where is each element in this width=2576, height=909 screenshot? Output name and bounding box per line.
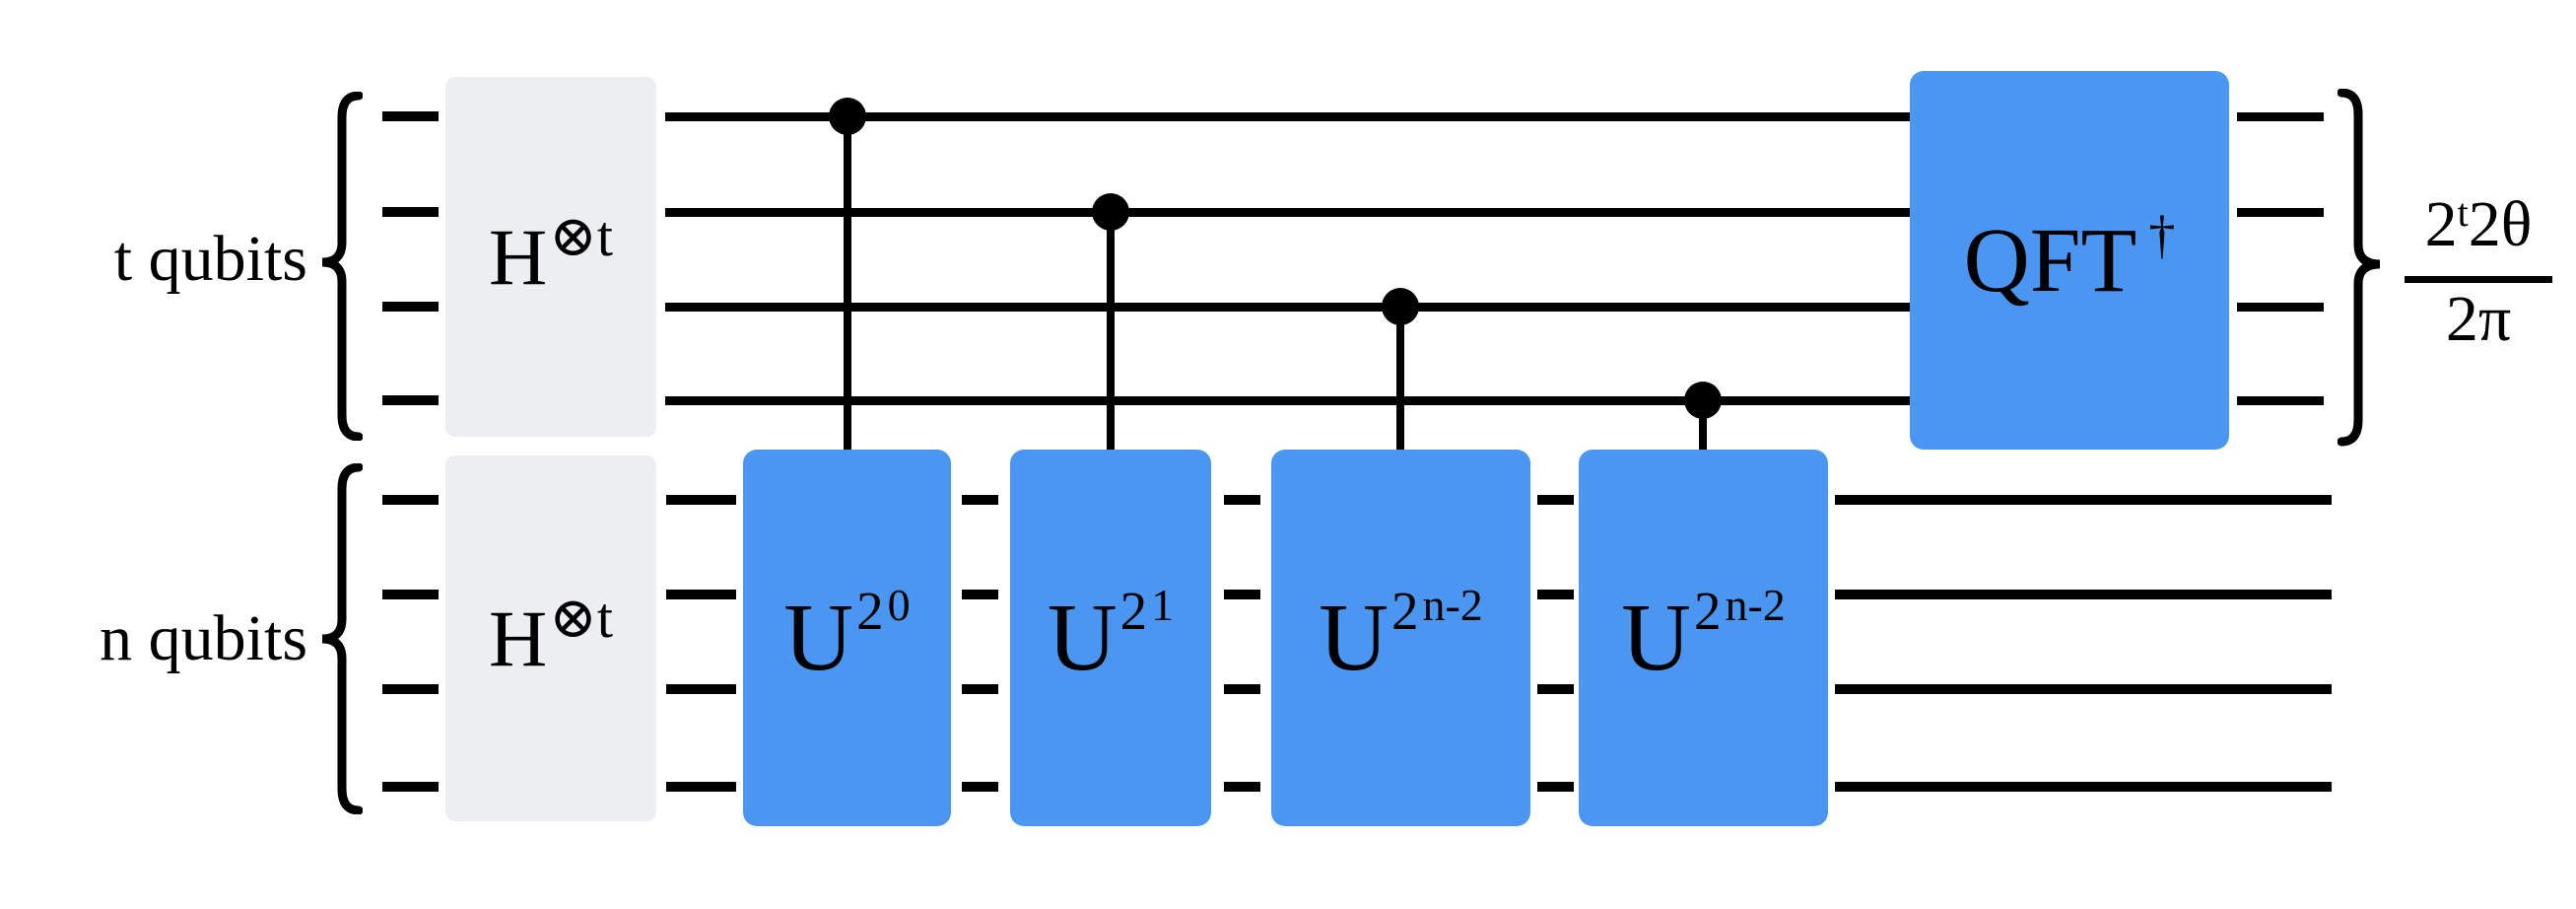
wire-dash — [2237, 112, 2324, 121]
n-register-brace — [321, 463, 363, 814]
wire-dash — [382, 782, 439, 792]
controlled-u-gate-1-label: U — [783, 585, 854, 691]
phase-output-numerator: 2t2θ — [2405, 189, 2552, 268]
control-dot — [1684, 382, 1722, 419]
wire-segment — [665, 208, 1910, 217]
controlled-u-gate-3-exponent-base: 2 — [1390, 580, 1419, 641]
wire-dash — [1224, 495, 1260, 505]
wire-dash — [962, 782, 998, 792]
output-brace — [2338, 89, 2381, 447]
wire-segment — [1835, 684, 2332, 694]
t-register-brace-path — [321, 92, 363, 441]
wire-dash — [1537, 782, 1574, 792]
controlled-u-gate-3-exponent-power: n-2 — [1422, 579, 1483, 630]
wire-segment — [1835, 590, 2332, 599]
control-dot — [1382, 288, 1419, 325]
hadamard-gate-bottom-superscript: ⊗t — [549, 585, 613, 650]
wire-dash — [666, 495, 736, 505]
wire-dash — [382, 207, 439, 217]
controlled-u-gate-2-exponent-power: 1 — [1151, 579, 1175, 630]
wire-dash — [962, 495, 998, 505]
controlled-u-gate-4-exponent-base: 2 — [1693, 580, 1722, 641]
wire-dash — [382, 395, 439, 405]
wire-dash — [666, 684, 736, 694]
wire-dash — [1537, 684, 1574, 694]
wire-segment — [1835, 782, 2332, 792]
wire-dash — [2237, 208, 2324, 217]
wire-dash — [382, 111, 439, 121]
wire-segment — [665, 112, 1910, 121]
wire-dash — [382, 302, 439, 312]
control-dot — [829, 98, 866, 135]
inverse-qft-gate-label: QFT — [1963, 209, 2137, 312]
hadamard-gate-bottom: H⊗t — [445, 455, 656, 821]
wire-dash — [1537, 590, 1574, 599]
controlled-u-gate-1-exponent-power: 0 — [887, 579, 911, 630]
hadamard-gate-top-label: H — [489, 211, 548, 302]
wire-dash — [1224, 684, 1260, 694]
phase-output-denominator: 2π — [2445, 283, 2512, 355]
control-line — [1699, 400, 1707, 452]
wire-dash — [1537, 495, 1574, 505]
control-line — [1107, 212, 1115, 452]
phase-output-numerator-base: 2 — [2424, 188, 2458, 260]
wire-segment — [665, 303, 1910, 312]
wire-dash — [1224, 590, 1260, 599]
wire-dash — [2237, 396, 2324, 405]
n-register-label: n qubits — [100, 602, 307, 674]
phase-output-numerator-superscript: t — [2457, 190, 2469, 235]
wire-dash — [382, 684, 439, 694]
wire-dash — [382, 495, 439, 505]
wire-dash — [1224, 782, 1260, 792]
controlled-u-gate-2-label: U — [1047, 585, 1118, 691]
phase-output-fraction: 2t2θ 2π — [2405, 189, 2552, 352]
output-brace-path — [2338, 89, 2381, 447]
n-register-brace-path — [321, 463, 363, 814]
wire-dash — [666, 590, 736, 599]
hadamard-gate-bottom-label: H — [489, 593, 548, 683]
t-register-brace — [321, 92, 363, 441]
t-register-label: t qubits — [113, 223, 307, 295]
wire-dash — [962, 590, 998, 599]
control-dot — [1092, 193, 1129, 231]
inverse-qft-gate: QFT† — [1910, 71, 2229, 450]
controlled-u-gate-1-exponent-base: 2 — [856, 580, 884, 641]
wire-dash — [382, 590, 439, 599]
hadamard-gate-top-superscript: ⊗t — [549, 203, 613, 268]
phase-output-fraction-bar — [2405, 276, 2552, 283]
phase-output-numerator-rest: 2θ — [2468, 188, 2533, 260]
hadamard-gate-top: H⊗t — [445, 77, 656, 437]
wire-dash — [666, 782, 736, 792]
inverse-qft-dagger: † — [2148, 205, 2176, 264]
wire-segment — [665, 396, 1910, 405]
control-line — [844, 116, 851, 452]
controlled-u-gate-4-exponent-power: n-2 — [1725, 579, 1786, 630]
wire-segment — [1835, 495, 2332, 505]
wire-dash — [2237, 303, 2324, 312]
control-line — [1396, 307, 1404, 452]
wire-dash — [962, 684, 998, 694]
controlled-u-gate-3-label: U — [1319, 585, 1389, 691]
controlled-u-gate-2-exponent-base: 2 — [1119, 580, 1148, 641]
controlled-u-gate-4-label: U — [1621, 585, 1691, 691]
